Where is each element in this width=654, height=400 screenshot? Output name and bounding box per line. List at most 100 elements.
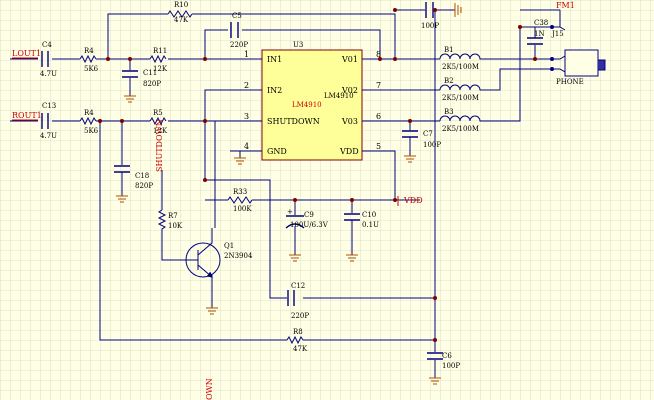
ground-q1 <box>206 307 218 315</box>
label-c10-value: 0.1U <box>362 221 379 229</box>
label-c38-ref: C38 <box>534 19 548 27</box>
pin-vdd-name: VDD <box>339 147 359 156</box>
pin-in1-name: IN1 <box>267 55 282 64</box>
label-r33-value: 100K <box>233 205 252 213</box>
pin-7-num: 7 <box>376 81 381 90</box>
label-c4-value: 4.7U <box>40 70 57 78</box>
capacitor-c10 <box>344 213 360 221</box>
capacitors <box>41 2 543 360</box>
label-phone: PHONE <box>556 78 584 86</box>
label-r8-ref: R8 <box>293 328 303 336</box>
label-b1-ref: B1 <box>444 46 454 54</box>
transistor-q1 <box>185 228 221 278</box>
grounds <box>116 3 462 385</box>
label-r10-value: 47K <box>174 16 189 24</box>
capacitor-c6 <box>427 352 443 360</box>
bead-b3 <box>439 115 492 122</box>
label-c4-ref: C4 <box>42 41 52 49</box>
capacitor-c4 <box>41 51 49 67</box>
net-label-lout1: LOUT1 <box>12 49 41 58</box>
net-label-shutdown: SHUTDOWN <box>155 119 164 172</box>
junctions <box>98 8 537 342</box>
capacitor-c9-curve <box>285 223 305 229</box>
label-r5-ref: R5 <box>153 109 163 117</box>
ground-c9 <box>289 254 301 262</box>
pin-v03-name: V03 <box>341 117 358 126</box>
label-c5-value: 220P <box>230 41 248 49</box>
capacitor-c7 <box>402 130 418 138</box>
pin-v01-name: V01 <box>341 55 358 64</box>
ic-part-number: LM4910 <box>292 101 322 109</box>
ground-c11 <box>124 95 136 103</box>
label-r4-top-ref: R4 <box>84 47 94 55</box>
resistor-r11 <box>149 54 167 64</box>
label-r7-value: 10K <box>168 222 183 230</box>
label-c12-ref: C12 <box>291 282 305 290</box>
label-b2-ref: B2 <box>444 77 454 85</box>
ic-lm4910: U3 LM4910 LM4910 IN1 IN2 SHUTDOWN GND 1 … <box>232 41 395 161</box>
ic-ref: U3 <box>293 41 303 49</box>
label-b2-value: 2K5/100M <box>442 94 479 102</box>
pin-3-num: 3 <box>244 112 249 121</box>
label-c13-ref: C13 <box>42 102 56 110</box>
label-q1-value: 2N3904 <box>224 252 253 260</box>
label-r4-top-value: 5K6 <box>84 65 99 73</box>
capacitor-c13 <box>41 113 49 129</box>
resistor-r10 <box>167 10 193 18</box>
capacitor-c38 <box>527 37 543 45</box>
label-c9-ref: C9 <box>304 211 314 219</box>
label-c18-value: 820P <box>135 182 153 190</box>
pin-v02-name: V02 <box>341 86 358 95</box>
label-c9-value: 100U/6.3V <box>290 221 329 229</box>
pin-in2-name: IN2 <box>267 86 282 95</box>
capacitor-c18 <box>114 165 130 173</box>
label-c12-value: 220P <box>291 312 309 320</box>
phone-jack-j15 <box>545 10 606 77</box>
c9-plus-sign: + <box>287 208 293 216</box>
ground-c18 <box>116 195 128 203</box>
capacitor-c12 <box>287 290 295 306</box>
ic-part-overlay: LM4910 <box>324 92 354 100</box>
label-c13-value: 4.7U <box>40 132 57 140</box>
bead-b1 <box>439 53 492 60</box>
ground-top <box>454 3 462 17</box>
label-c18-ref: C18 <box>135 172 149 180</box>
label-c-top-value: 100P <box>421 22 439 30</box>
label-r11-value: 12K <box>153 65 168 73</box>
resistor-r4-bottom <box>79 116 97 126</box>
resistor-r4-top <box>79 54 97 64</box>
label-b3-ref: B3 <box>444 108 454 116</box>
ic-body <box>261 49 363 161</box>
label-r10-ref: R10 <box>174 1 188 9</box>
ground-gnd-pin <box>234 157 246 165</box>
label-b1-value: 2K5/100M <box>442 63 479 71</box>
capacitor-c11 <box>122 70 138 78</box>
label-r11-ref: R11 <box>153 47 167 55</box>
label-c7-value: 100P <box>423 141 441 149</box>
label-r4-bottom-ref: R4 <box>84 109 94 117</box>
label-c38-value: 1N <box>534 30 545 38</box>
ferrite-beads <box>439 53 492 122</box>
label-c11-value: 820P <box>143 80 161 88</box>
pin-gnd-name: GND <box>267 147 287 156</box>
net-label-fm1: FM1 <box>556 1 575 10</box>
capacitor-c5 <box>230 22 239 38</box>
net-label-rout1: ROUT1 <box>12 111 42 120</box>
resistor-r33 <box>227 196 253 204</box>
pin-8-num: 8 <box>376 50 381 59</box>
label-c6-value: 100P <box>442 362 460 370</box>
label-c7-ref: C7 <box>423 130 433 138</box>
resistor-r7 <box>157 209 167 232</box>
resistor-r8 <box>286 335 304 345</box>
ground-c6 <box>429 377 441 385</box>
label-b3-value: 2K5/100M <box>442 125 479 133</box>
label-c11-ref: C11 <box>143 69 157 77</box>
label-c5-ref: C5 <box>232 12 242 20</box>
resistor-r5 <box>149 116 167 126</box>
label-r5-value: 12K <box>153 127 168 135</box>
label-r4-bottom-value: 5K6 <box>84 127 99 135</box>
net-label-vdd: VDD <box>403 196 423 205</box>
label-j15-ref: J15 <box>551 30 564 38</box>
resistors <box>79 10 304 345</box>
